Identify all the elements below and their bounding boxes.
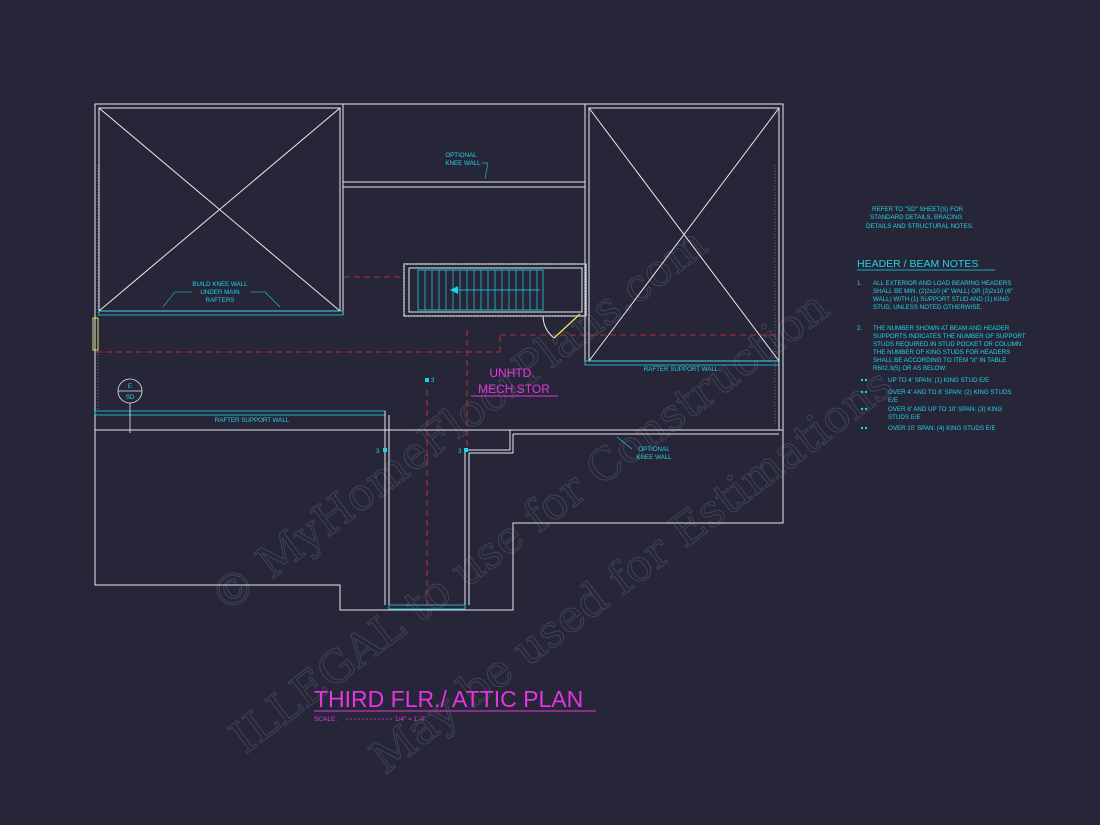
note-text: SHALL BE MIN. (2)2x10 (4" WALL) OR (3)2x… <box>873 288 1013 295</box>
room-label: UNHTD. MECH.STOR <box>471 366 558 397</box>
stud-count-label: 3 <box>376 448 380 455</box>
optional-knee-wall-label: OPTIONAL <box>638 446 670 453</box>
note-text: WALL) WITH (1) SUPPORT STUD AND (1) KING <box>873 296 1009 303</box>
build-knee-wall-label: RAFTERS <box>206 297 235 304</box>
room-name-line2: MECH.STOR <box>478 382 550 396</box>
bullet-text: E/E <box>888 397 898 404</box>
rafter-support-wall-label: RAFTER SUPPORT WALL <box>215 417 290 424</box>
plan-title-block: THIRD FLR./ ATTIC PLAN SCALE: 1/4" = 1'-… <box>314 686 596 723</box>
note-number: 2. <box>857 325 862 332</box>
bullet-text: STUDS E/E <box>888 414 921 421</box>
scale-label: SCALE: <box>314 716 337 723</box>
stud-count-label: 3 <box>458 448 462 455</box>
note-text: SUPPORTS INDICATES THE NUMBER OF SUPPORT <box>873 333 1026 340</box>
note-text: SHALL BE ACCORDING TO ITEM "d" IN TABLE <box>873 357 1006 364</box>
stud-count-label: 3 <box>431 377 435 384</box>
room-name-line1: UNHTD. <box>489 366 534 380</box>
section-letter: E <box>128 383 132 390</box>
structural-notes: REFER TO "SD" SHEET(S) FOR STANDARD DETA… <box>857 206 1026 432</box>
note-text: REFER TO "SD" SHEET(S) FOR <box>872 206 964 213</box>
bullet-text: UP TO 4' SPAN: (1) KING STUD E/E <box>888 377 989 384</box>
note-text: THE NUMBER SHOWN AT BEAM AND HEADER <box>873 325 1010 332</box>
callouts: OPTIONAL KNEE WALL BUILD KNEE WALL UNDER… <box>162 152 719 461</box>
note-number: 1. <box>857 280 862 287</box>
bullet-text: OVER 8' AND UP TO 10' SPAN: (3) KING <box>888 406 1003 413</box>
build-knee-wall-label: BUILD KNEE WALL <box>192 281 248 288</box>
note-text: DETAILS AND STRUCTURAL NOTES. <box>866 223 974 230</box>
note-text: STUD, UNLESS NOTED OTHERWISE. <box>873 304 982 311</box>
optional-knee-wall-label: OPTIONAL <box>445 152 477 159</box>
note-text: THE NUMBER OF KING STUDS FOR HEADERS <box>873 349 1010 356</box>
section-sheet: SD <box>126 394 135 401</box>
notes-heading: HEADER / BEAM NOTES <box>857 258 978 270</box>
note-text: ALL EXTERIOR AND LOAD BEARING HEADERS <box>873 280 1011 287</box>
bullet-text: OVER 10' SPAN: (4) KING STUDS E/E <box>888 425 996 432</box>
note-text: STANDARD DETAILS, BRACING <box>870 214 962 221</box>
rafter-support-wall-label: RAFTER SUPPORT WALL <box>644 366 719 373</box>
bullet-text: OVER 4' AND TO 8' SPAN: (2) KING STUDS <box>888 389 1011 396</box>
stud-markers: 3 3 3 <box>376 377 468 455</box>
optional-knee-wall-label: KNEE WALL <box>636 454 672 461</box>
build-knee-wall-label: UNDER MAIN <box>200 289 239 296</box>
optional-knee-wall-label: KNEE WALL <box>445 160 481 167</box>
note-text: R602.3(5) OR AS BELOW: <box>873 365 947 372</box>
plan-title: THIRD FLR./ ATTIC PLAN <box>314 686 583 712</box>
walls <box>92 103 784 611</box>
section-marker: E SD <box>117 378 143 433</box>
scale-value: 1/4" = 1'-0" <box>395 716 427 723</box>
note-text: STUDS REQUIRED IN STUD POCKET OR COLUMN. <box>873 341 1023 348</box>
